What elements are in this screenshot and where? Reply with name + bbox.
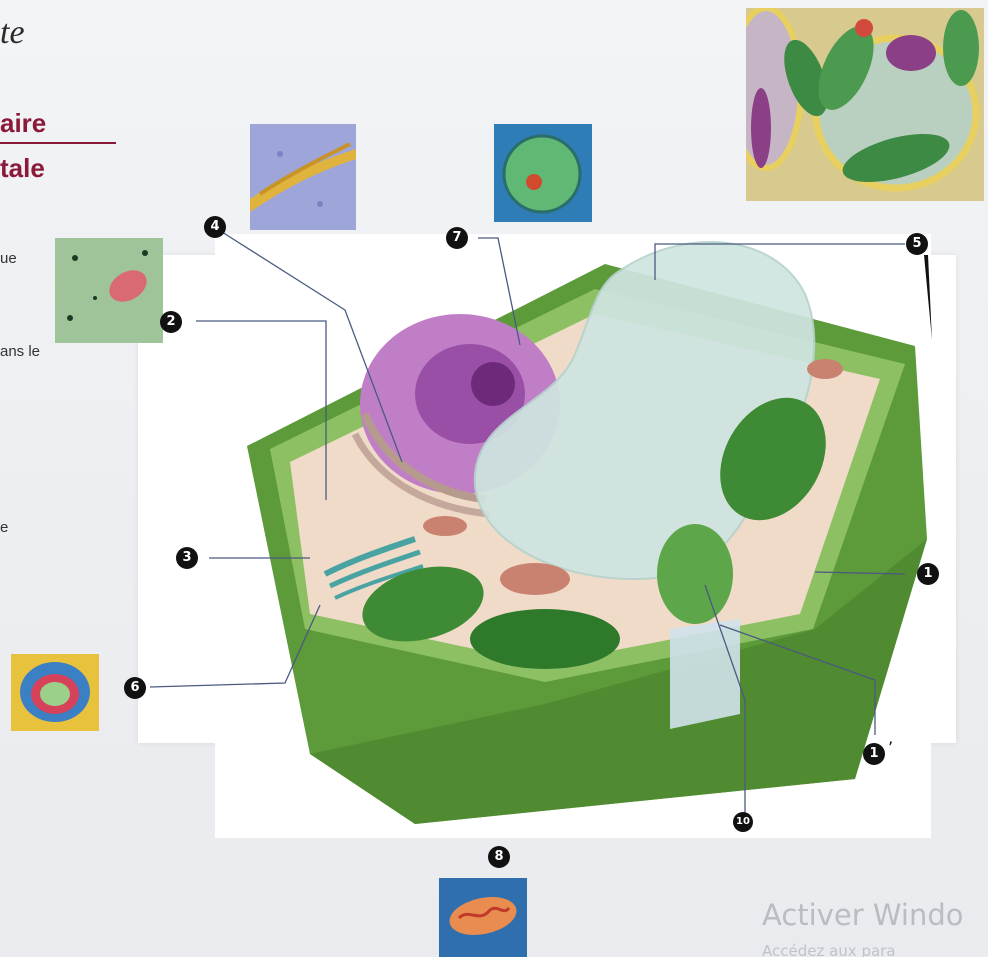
watermark-subtitle: Accédez aux para <box>762 942 896 957</box>
label-10: 10 <box>733 812 753 832</box>
label-4: 4 <box>204 216 226 238</box>
leader-line-5 <box>655 244 905 280</box>
label-1-prime: 1 <box>863 743 885 765</box>
label-7: 7 <box>446 227 468 249</box>
leader-line-1-prime <box>720 625 875 735</box>
watermark-title: Activer Windo <box>762 898 963 932</box>
leader-line-2 <box>196 321 326 500</box>
label-8: 8 <box>488 846 510 868</box>
leader-line-6 <box>150 605 320 687</box>
label-5: 5 <box>906 233 928 255</box>
leader-line-10 <box>705 585 745 815</box>
pointer-wedge <box>924 255 932 340</box>
leader-line-1 <box>815 572 905 574</box>
leader-line-4 <box>222 232 402 462</box>
label-3: 3 <box>176 547 198 569</box>
label-1: 1 <box>917 563 939 585</box>
label-2: 2 <box>160 311 182 333</box>
label-6: 6 <box>124 677 146 699</box>
label-1-prime-mark: ’ <box>888 738 893 757</box>
leader-line-7 <box>478 238 520 345</box>
